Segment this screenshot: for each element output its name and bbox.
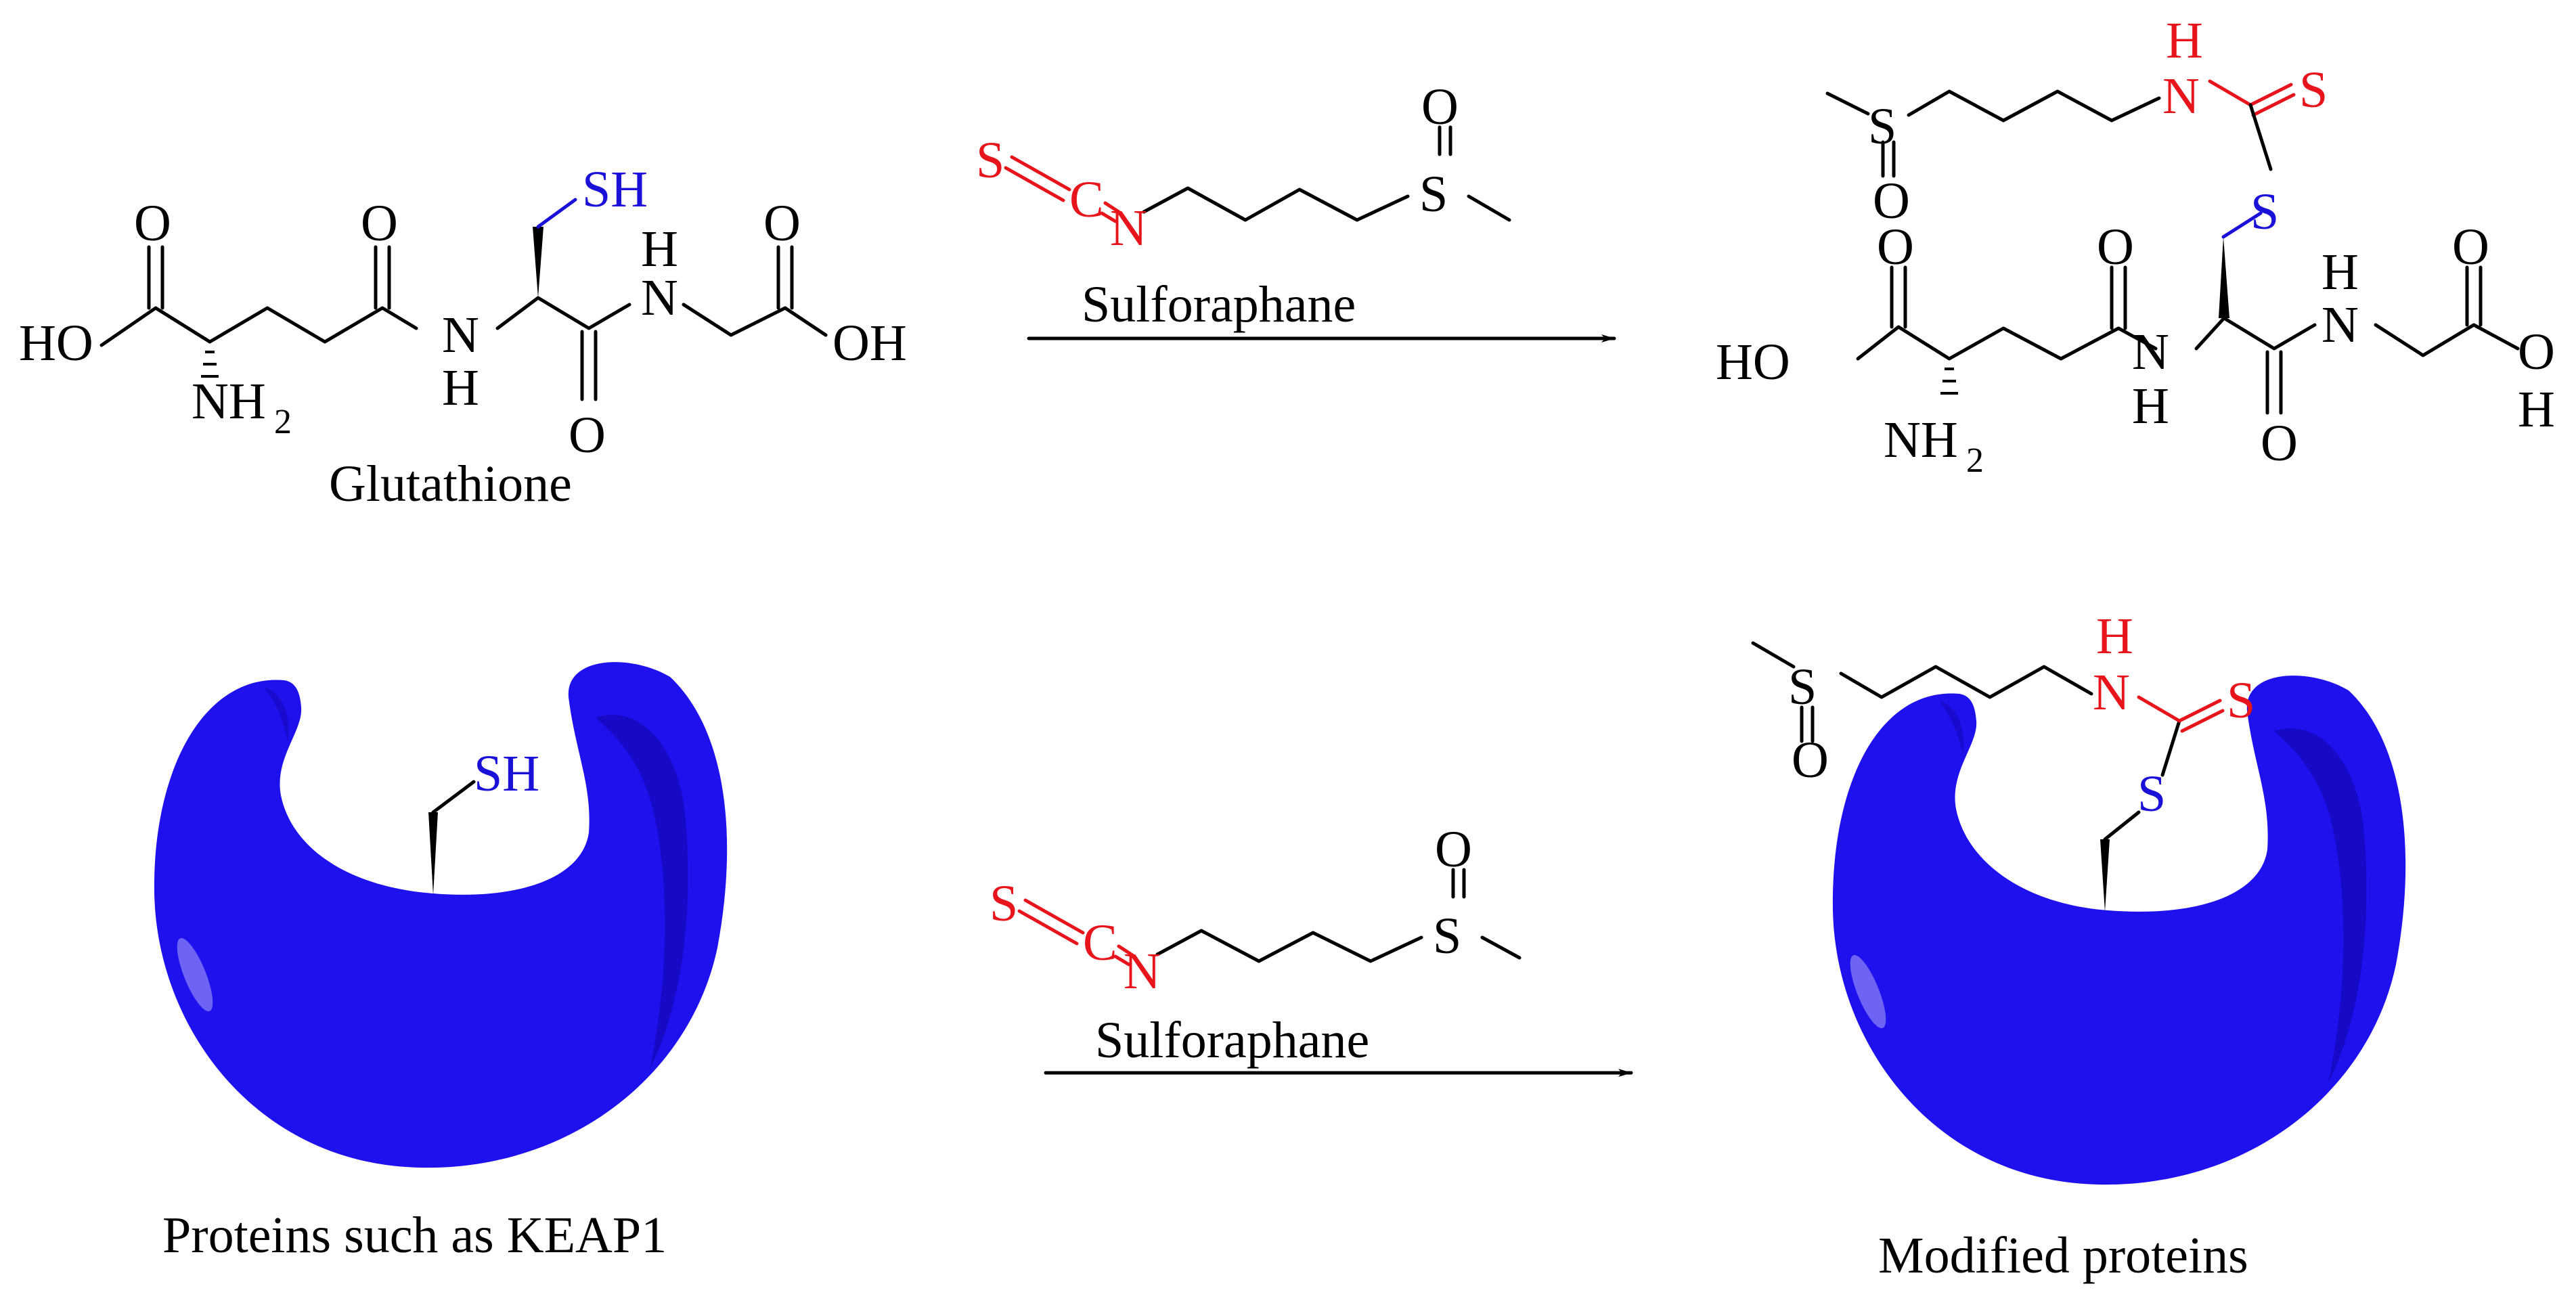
atom-label: HO: [19, 315, 93, 372]
atom-label: O: [1877, 219, 1914, 275]
sulforaphane-bottom: S C N O S Sulforaphane: [990, 821, 1522, 1069]
modified-protein: S N H S S O Modified proteins: [1751, 608, 2406, 1284]
protein-keap1: SH Proteins such as KEAP1: [154, 662, 728, 1264]
atom-label: S: [1788, 659, 1817, 715]
glutathione-structure: O HO NH 2 O N H SH O N H O OH Glutathion…: [19, 161, 907, 512]
atom-label: S: [1419, 166, 1448, 223]
protein-highlight: [1850, 954, 1886, 1029]
protein-highlight: [177, 937, 213, 1012]
atom-label: O: [1421, 79, 1459, 135]
atom-label: H: [2166, 12, 2203, 69]
atom-label: O: [2097, 219, 2134, 275]
atom-label: S: [2137, 766, 2166, 822]
atom-label: H: [2096, 608, 2133, 665]
atom-label: OH: [832, 315, 907, 372]
atom-label: N: [442, 307, 479, 363]
atom-label: H: [2518, 381, 2555, 438]
hashed-wedge-bond: [1940, 368, 1958, 395]
atom-label: O: [569, 407, 606, 464]
atom-label: C: [1083, 914, 1117, 971]
protein-shade: [2274, 728, 2367, 1083]
atom-label: NH: [192, 373, 266, 430]
protein-shade: [264, 687, 289, 741]
atom-label: H: [2322, 244, 2359, 301]
atom-label: N: [2162, 68, 2200, 125]
atom-label: O: [1435, 821, 1472, 878]
atom-label: S: [990, 875, 1018, 932]
atom-label: NH: [1884, 412, 1958, 468]
hashed-wedge-bond: [201, 351, 219, 378]
atom-label: O: [2518, 324, 2555, 380]
wedge-bond: [428, 812, 438, 895]
sulforaphane-top: S C N O S Sulforaphane: [976, 79, 1511, 333]
protein-blob: [1832, 676, 2406, 1185]
glutathione-conjugate: S O N H S S O HO NH 2 O N H O N H O O H: [1716, 12, 2555, 480]
atom-label: O: [361, 195, 398, 252]
protein-shade: [596, 715, 688, 1069]
atom-label: S: [2250, 183, 2279, 240]
atom-label: O: [2261, 415, 2298, 472]
atom-label: H: [442, 359, 479, 416]
atom-label: H: [2132, 378, 2169, 435]
atom-label: HO: [1716, 334, 1790, 391]
atom-label: O: [134, 195, 171, 252]
atom-label: S: [1433, 908, 1461, 965]
atom-label: O: [1792, 732, 1829, 789]
atom-label: SH: [582, 161, 648, 218]
protein-blob: [154, 662, 728, 1168]
glutathione-caption: Glutathione: [329, 456, 572, 512]
atom-label: N: [1110, 200, 1147, 257]
atom-label: O: [2452, 219, 2489, 275]
protein-shade: [1939, 701, 1964, 755]
modified-proteins-caption: Modified proteins: [1878, 1227, 2248, 1284]
atom-label: S: [2299, 62, 2328, 118]
atom-label: S: [2227, 672, 2255, 729]
wedge-bond: [2219, 237, 2229, 318]
atom-label: O: [763, 195, 801, 252]
sulforaphane-top-caption: Sulforaphane: [1082, 276, 1356, 333]
proteins-caption: Proteins such as KEAP1: [162, 1207, 667, 1264]
atom-label: 2: [1966, 441, 1984, 480]
atom-label: 2: [274, 403, 292, 441]
sulforaphane-bottom-caption: Sulforaphane: [1095, 1012, 1369, 1069]
atom-label: H: [641, 221, 678, 278]
atom-label: S: [976, 132, 1004, 189]
wedge-bond: [2100, 839, 2110, 912]
atom-label: N: [2132, 324, 2169, 380]
atom-label: SH: [474, 745, 539, 802]
atom-label: N: [2093, 664, 2130, 721]
atom-label: O: [1873, 173, 1910, 229]
atom-label: N: [641, 269, 678, 326]
atom-label: S: [1868, 98, 1896, 155]
atom-label: N: [2322, 296, 2359, 353]
atom-label: N: [1124, 943, 1161, 1000]
wedge-bond: [533, 227, 543, 298]
atom-label: C: [1069, 171, 1104, 228]
